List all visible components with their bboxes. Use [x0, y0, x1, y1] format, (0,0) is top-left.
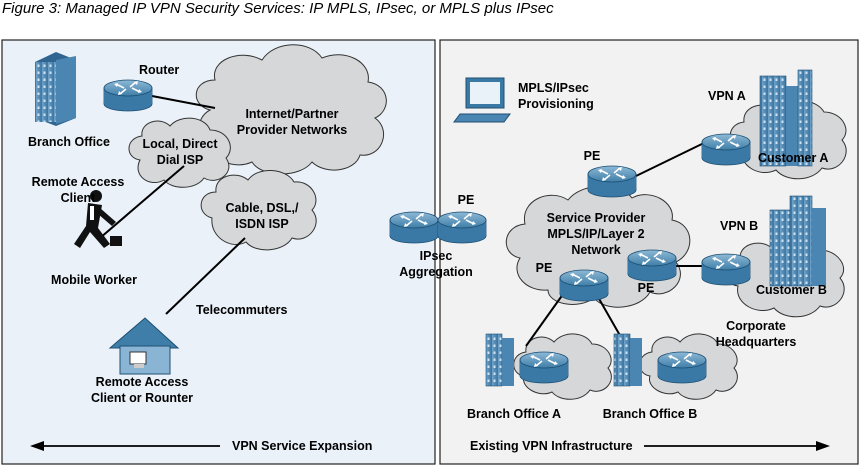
internet-cloud	[195, 44, 387, 175]
vpn-service-expansion-arrow	[30, 441, 220, 451]
vpn-b-label: VPN B	[720, 219, 758, 233]
mpls-provisioning-label-1: MPLS/IPsec	[518, 81, 589, 95]
branch-b-building-icon	[613, 333, 642, 387]
customer-a-building-icon	[759, 69, 813, 167]
branch-b-router-icon	[657, 351, 707, 384]
pe-right-router-icon	[627, 249, 677, 282]
mpls-provisioning-label-2: Provisioning	[518, 97, 594, 111]
service-provider-label-1: Service Provider	[547, 211, 646, 225]
dial-isp-label-1: Local, Direct	[142, 137, 218, 151]
ipsec-router-icon	[389, 211, 439, 244]
branch-a-router-icon	[519, 351, 569, 384]
remote-client-label-2: Client or Rounter	[91, 391, 193, 405]
corporate-hq-label-1: Corporate	[726, 319, 786, 333]
service-provider-label-2: MPLS/IP/Layer 2	[547, 227, 644, 241]
internet-label-2: Provider Networks	[237, 123, 348, 137]
telecommuter-house-icon	[108, 317, 180, 375]
router-label: Router	[139, 63, 179, 77]
existing-vpn-infrastructure-label: Existing VPN Infrastructure	[470, 439, 633, 453]
ipsec-label-2: Aggregation	[399, 265, 473, 279]
provisioning-workstation-icon	[453, 77, 511, 123]
remote-client-label-1: Remote Access	[96, 375, 189, 389]
cable-isp-label-1: Cable, DSL,/	[226, 201, 299, 215]
pe-center-label: PE	[536, 261, 553, 275]
pe-center-router-icon	[559, 269, 609, 302]
branch-office-a-label: Branch Office A	[467, 407, 561, 421]
cable-isp-cloud	[200, 170, 317, 251]
branch-a-building-icon	[485, 333, 514, 387]
mobile-worker-label: Mobile Worker	[51, 273, 137, 287]
pe-right-label: PE	[638, 281, 655, 295]
existing-vpn-infrastructure-arrow	[644, 441, 830, 451]
customer-b-router-icon	[701, 253, 751, 286]
router-icon	[103, 79, 153, 112]
service-provider-label-3: Network	[571, 243, 620, 257]
corporate-hq-label-2: Headquarters	[716, 335, 797, 349]
customer-a-label: Customer A	[758, 151, 828, 165]
remote-access-label-2: Client	[61, 191, 97, 205]
customer-b-label: Customer B	[756, 283, 827, 297]
telecommuters-label: Telecommuters	[196, 303, 288, 317]
vpn-a-label: VPN A	[708, 89, 746, 103]
ipsec-label-1: IPsec	[420, 249, 453, 263]
pe-middle-label: PE	[458, 193, 475, 207]
customer-b-building-icon	[769, 195, 826, 287]
pe-top-label: PE	[584, 149, 601, 163]
pe-router-icon	[437, 211, 487, 244]
figure-caption: Figure 3: Managed IP VPN Security Servic…	[2, 0, 554, 17]
remote-access-label-1: Remote Access	[32, 175, 125, 189]
branch-office-label: Branch Office	[28, 135, 110, 149]
pe-top-router-icon	[587, 165, 637, 198]
internet-label-1: Internet/Partner	[245, 107, 338, 121]
dial-isp-label-2: Dial ISP	[157, 153, 204, 167]
mobile-worker-icon	[74, 190, 122, 248]
customer-a-router-icon	[701, 133, 751, 166]
vpn-service-expansion-label: VPN Service Expansion	[232, 439, 372, 453]
cable-isp-label-2: ISDN ISP	[235, 217, 289, 231]
branch-office-building-icon	[35, 52, 76, 126]
branch-office-b-label: Branch Office B	[603, 407, 697, 421]
